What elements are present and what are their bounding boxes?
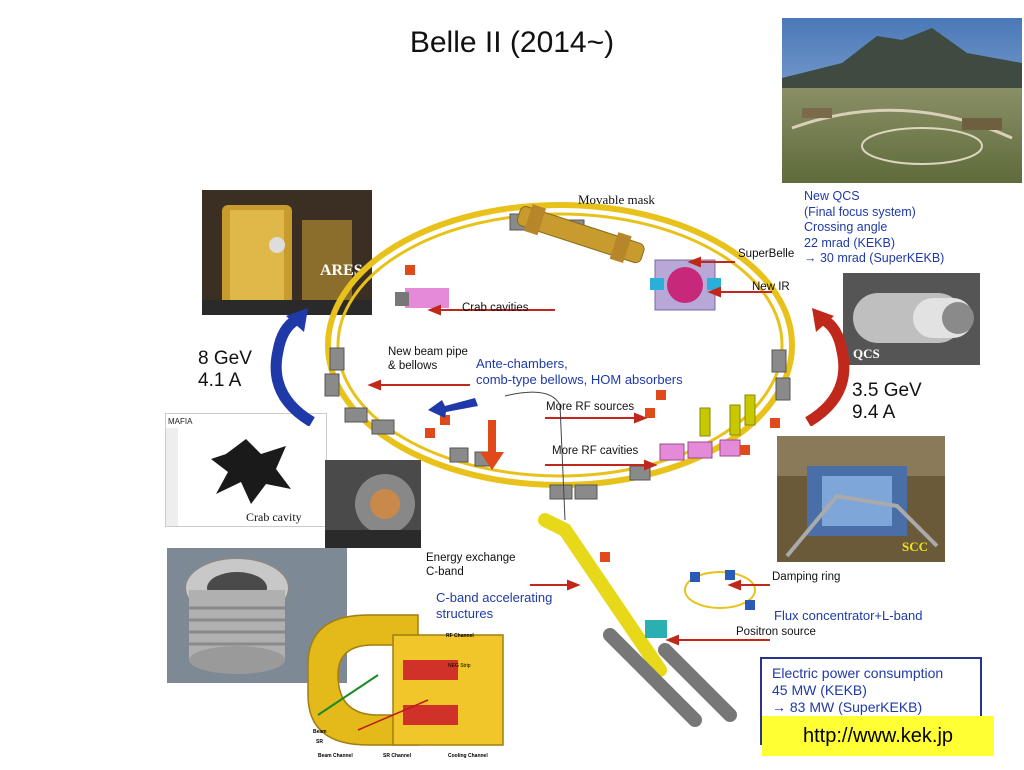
beam-label: Beam <box>313 729 327 735</box>
c-band-magnet-diagram: RF Channel NEG Strip Beam SR Beam Channe… <box>298 605 508 765</box>
power-title: Electric power consumption <box>772 665 944 681</box>
scc-label: SCC <box>902 539 928 554</box>
cooling-channel-label: Cooling Channel <box>448 753 488 759</box>
power-superkekb: → 83 MW (SuperKEKB) <box>772 699 923 715</box>
crab-cavity-label: Crab cavity <box>246 510 302 524</box>
c-band-structures-label: C-band accelerating structures <box>436 590 553 621</box>
mafia-label: MAFIA <box>168 417 193 426</box>
ares-label: ARES <box>320 262 363 279</box>
crab-hardware-photo <box>325 460 421 548</box>
new-qcs-label: New QCS (Final focus system) Crossing an… <box>804 189 945 265</box>
ler-beam-arrow <box>805 308 850 426</box>
scc-photo: SCC <box>777 436 945 562</box>
superbelle-label: SuperBelle <box>738 248 795 260</box>
aerial-photo <box>782 18 1022 183</box>
more-rf-sources-label: More RF sources <box>546 401 635 413</box>
rf-channel-label: RF Channel <box>446 633 474 639</box>
crab-cavity-sim: MAFIA Crab cavity <box>165 413 327 527</box>
movable-mask-label: Movable mask <box>578 192 655 207</box>
beam-channel-label: Beam Channel <box>318 753 353 759</box>
more-rf-cavities-label: More RF cavities <box>552 445 639 457</box>
neg-strip-label: NEG Strip <box>448 663 471 669</box>
qcs-label: QCS <box>853 346 880 361</box>
slide-title: Belle II (2014~) <box>409 26 615 59</box>
qcs-photo: QCS <box>843 273 980 365</box>
new-beam-pipe-label: New beam pipe & bellows <box>388 346 468 372</box>
power-kekb: 45 MW (KEKB) <box>772 682 867 698</box>
her-beam-arrow <box>270 308 315 426</box>
flux-concentrator-label: Flux concentrator+L-band <box>774 608 923 623</box>
accelerator-ring-diagram <box>300 180 820 760</box>
her-energy-label: 8 GeV 4.1 A <box>198 348 252 391</box>
ante-chambers-label: Ante-chambers, comb-type bellows, HOM ab… <box>476 356 683 387</box>
new-ir-label: New IR <box>752 281 790 293</box>
kek-url[interactable]: http://www.kek.jp <box>762 716 994 756</box>
ler-energy-label: 3.5 GeV 9.4 A <box>852 380 922 423</box>
energy-exchange-label: Energy exchange C-band <box>426 552 516 578</box>
crab-cavities-label: Crab cavities <box>462 302 529 314</box>
sr-channel-label: SR Channel <box>383 753 412 759</box>
damping-ring-label: Damping ring <box>772 571 841 583</box>
positron-source-label: Positron source <box>736 626 816 638</box>
sr-label: SR <box>316 739 323 745</box>
